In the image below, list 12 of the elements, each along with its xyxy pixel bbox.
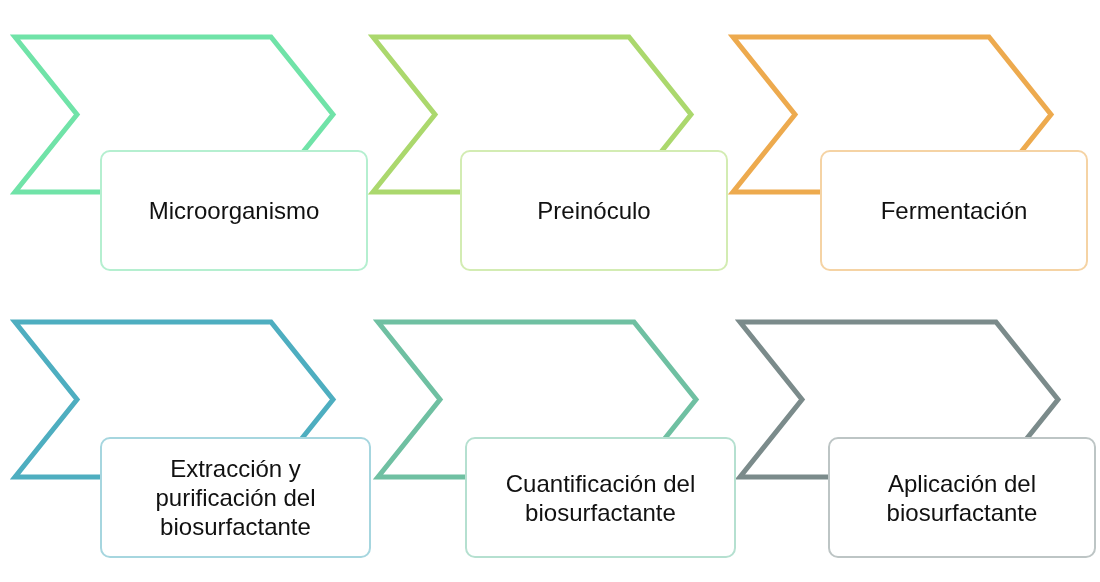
step-label: Aplicación del biosurfactante (885, 468, 1039, 527)
step-box (465, 437, 736, 558)
step-label: Fermentación (880, 196, 1028, 225)
step-box (100, 437, 371, 558)
step-box (828, 437, 1096, 558)
step-label: Extracción y purificación del biosurfactante (154, 454, 317, 541)
step-label: Preinóculo (537, 196, 651, 225)
step-label: Microorganismo (148, 196, 320, 225)
step-box (820, 150, 1088, 271)
step-box (460, 150, 728, 271)
step-label: Cuantificación del biosurfactante (504, 468, 697, 527)
step-box (100, 150, 368, 271)
